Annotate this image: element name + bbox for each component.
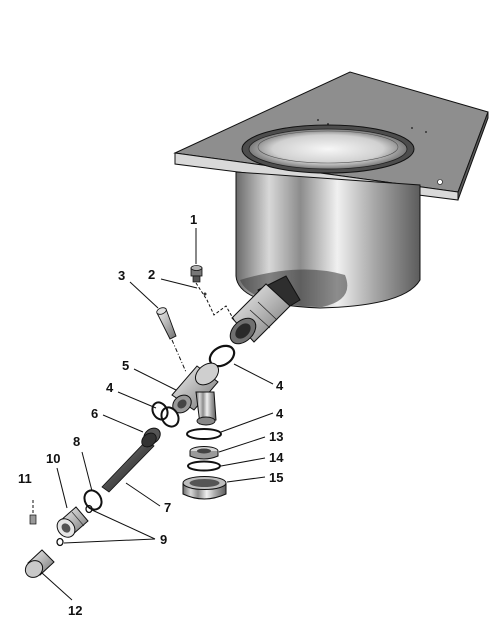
o-ring-left-2 <box>151 401 169 421</box>
outlet-nozzle <box>229 275 301 345</box>
part-6-collar <box>141 427 161 448</box>
part-9-small-rings <box>56 504 93 547</box>
callout-3: 3 <box>118 268 125 283</box>
callout-4-left: 4 <box>106 380 114 395</box>
callout-2: 2 <box>148 267 155 282</box>
callout-15: 15 <box>269 470 283 485</box>
part-10-fitting <box>56 506 89 538</box>
tank-opening <box>241 124 415 174</box>
leader-lines <box>41 228 274 601</box>
callout-10: 10 <box>46 451 60 466</box>
part-3-center-line <box>171 339 187 373</box>
part-8-o-ring <box>83 489 103 511</box>
callout-labels: 1 2 3 5 4 4 6 4 13 8 14 10 11 15 7 9 12 <box>18 212 284 618</box>
callout-11: 11 <box>18 471 32 486</box>
o-ring-left <box>160 406 180 428</box>
callout-4-stack: 4 <box>276 406 284 421</box>
part-15-cup-seal <box>182 476 227 500</box>
callout-14: 14 <box>269 450 284 465</box>
part-13-bushing <box>189 446 219 460</box>
callout-12: 12 <box>68 603 82 618</box>
part-3-tapered-plug <box>156 307 177 340</box>
part-12-cap <box>24 549 55 578</box>
callout-7: 7 <box>164 500 171 515</box>
part-2-pin <box>203 292 207 296</box>
callout-1: 1 <box>190 212 197 227</box>
callout-13: 13 <box>269 429 283 444</box>
callout-8: 8 <box>73 434 80 449</box>
part-14-o-ring <box>187 460 221 472</box>
part-2-dashed-path <box>195 282 235 321</box>
o-ring-upper-right <box>208 344 236 368</box>
o-ring-stack-4 <box>186 428 222 440</box>
part-1-set-screw <box>190 265 203 283</box>
part-11-screw <box>29 500 37 525</box>
part-5-elbow-housing <box>171 362 220 426</box>
callout-4-upper-right: 4 <box>276 378 284 393</box>
callout-5: 5 <box>122 358 129 373</box>
callout-9: 9 <box>160 532 167 547</box>
callout-6: 6 <box>91 406 98 421</box>
